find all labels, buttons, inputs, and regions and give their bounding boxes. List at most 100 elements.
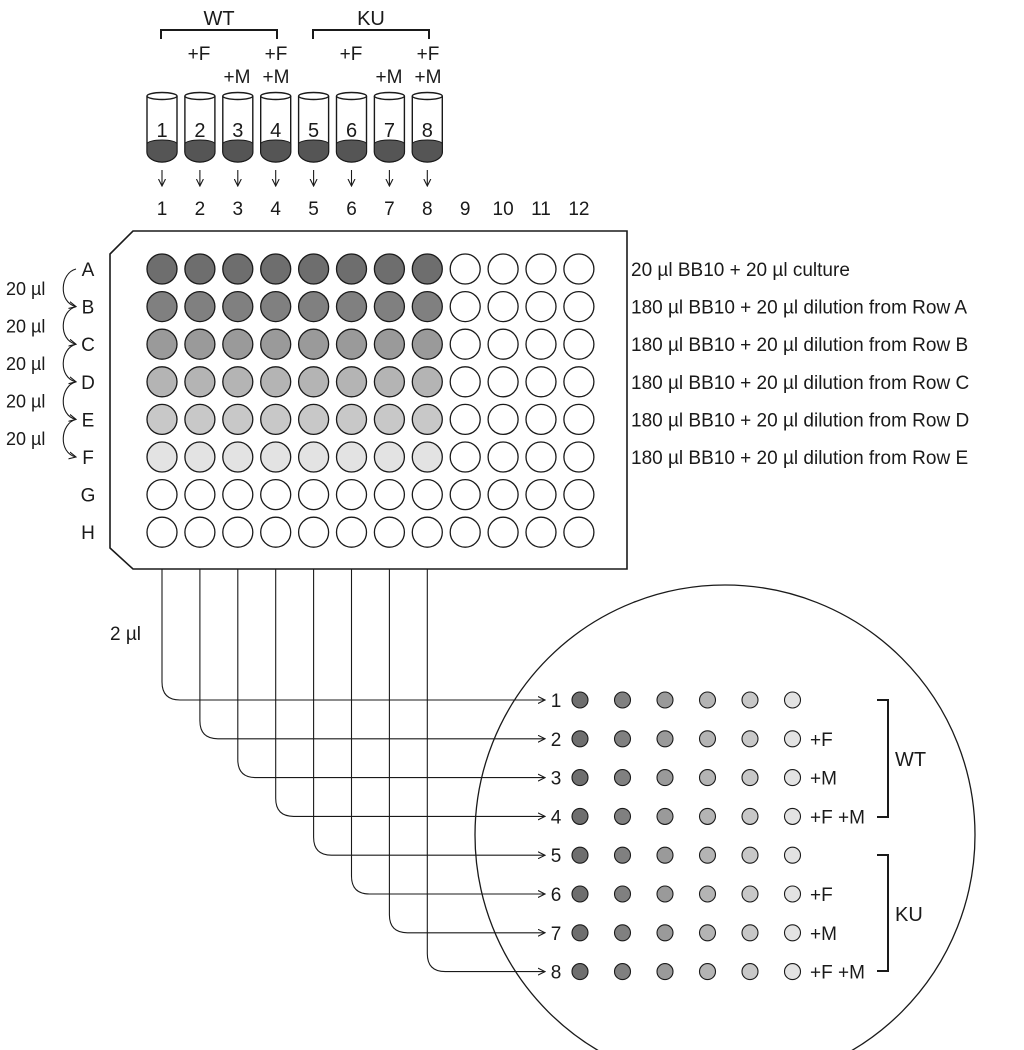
row-annotation-E: 180 µl BB10 + 20 µl dilution from Row D (631, 410, 969, 431)
spot-3-4 (698, 769, 717, 787)
spot-2-6 (783, 730, 802, 748)
spot-row-2: 2+F (551, 730, 833, 751)
transfer-volume-label: 20 µl (6, 316, 45, 336)
spot-line-6 (350, 569, 546, 894)
well-B10 (487, 290, 519, 323)
tube-culture (146, 139, 178, 163)
row-annotation-B: 180 µl BB10 + 20 µl dilution from Row A (631, 298, 967, 319)
well-F4 (260, 441, 292, 473)
spot-treatment-label: +F +M (810, 807, 865, 828)
spot-treatment-label: +F (810, 730, 833, 751)
well-B1 (146, 290, 178, 323)
well-G4 (260, 478, 292, 511)
column-number-10: 10 (493, 199, 514, 220)
spot-row-4: 4 +F +M (551, 807, 865, 828)
spot-6-6 (783, 885, 802, 903)
spot-1-5 (741, 691, 759, 709)
transfer-arrow (62, 381, 76, 420)
row-letter-C: C (81, 335, 95, 356)
spot-4-4 (698, 807, 717, 825)
culture-tube-6: 6 (335, 91, 368, 187)
spot-row-number: 4 (551, 807, 562, 828)
tube-number: 7 (384, 120, 395, 142)
well-G2 (184, 478, 216, 511)
well-E11 (525, 403, 557, 436)
transfer-volume-label: 20 µl (6, 354, 45, 374)
column-number-8: 8 (422, 199, 433, 220)
well-B12 (563, 290, 595, 323)
tube-number: 6 (346, 120, 357, 142)
spot-line-3 (237, 569, 545, 778)
row-annotation-C: 180 µl BB10 + 20 µl dilution from Row B (631, 335, 968, 356)
tube-culture (373, 139, 405, 163)
well-F7 (373, 441, 406, 473)
row-letter-B: B (82, 298, 95, 319)
culture-tube-2: 2 (184, 91, 216, 187)
well-B11 (525, 290, 557, 323)
well-C8 (411, 328, 443, 360)
tube-rim (411, 91, 443, 101)
spot-transfer-lines (161, 569, 546, 972)
well-B5 (297, 290, 330, 323)
transfer-C-to-D: 20 µl (6, 343, 76, 382)
well-A6 (335, 253, 368, 285)
well-C9 (449, 328, 481, 360)
spot-5-3 (656, 846, 674, 864)
spot-2-3 (656, 730, 674, 748)
well-H10 (487, 516, 519, 548)
well-G7 (373, 478, 406, 511)
row-annotation-A: 20 µl BB10 + 20 µl culture (631, 260, 850, 281)
well-D2 (184, 366, 216, 398)
well-H7 (373, 516, 406, 548)
well-B6 (335, 290, 368, 323)
spot-row-6: 6+F (551, 885, 833, 906)
well-A11 (525, 253, 557, 285)
spot-2-2 (613, 730, 632, 748)
well-A3 (222, 253, 254, 285)
well-A9 (449, 253, 481, 285)
well-E2 (184, 403, 216, 436)
row-annotation-D: 180 µl BB10 + 20 µl dilution from Row C (631, 373, 969, 394)
column-number-2: 2 (195, 199, 206, 220)
tube-rim (335, 91, 368, 101)
transfer-volume-label: 20 µl (6, 392, 45, 412)
column-number-4: 4 (270, 199, 281, 220)
spot-8-6 (783, 963, 802, 981)
well-A8 (411, 253, 443, 285)
well-H1 (146, 516, 178, 548)
transfer-volume-label: 20 µl (6, 279, 45, 299)
tube-number: 4 (270, 120, 281, 142)
spot-line-4 (275, 569, 545, 816)
well-D8 (411, 366, 443, 398)
tube-culture (260, 139, 292, 163)
spot-8-1 (571, 963, 589, 981)
well-H11 (525, 516, 557, 548)
spot-7-6 (783, 924, 802, 942)
spot-7-3 (656, 924, 674, 942)
well-G9 (449, 478, 481, 511)
tube-8-top-label: +F (417, 44, 440, 65)
well-D4 (260, 366, 292, 398)
well-D6 (335, 366, 368, 398)
well-A4 (260, 253, 292, 285)
spot-8-4 (698, 963, 717, 981)
spot-3-6 (783, 769, 802, 787)
transfer-arrow (62, 306, 76, 345)
culture-tube-8: 8 (411, 91, 443, 187)
well-H3 (222, 516, 254, 548)
spot-1-4 (698, 691, 717, 709)
spot-5-5 (741, 846, 759, 864)
well-D7 (373, 366, 406, 398)
spot-row-8: 8+F +M (551, 963, 865, 984)
well-D9 (449, 366, 481, 398)
wt-bracket (160, 29, 278, 39)
well-B3 (222, 290, 254, 323)
spot-1-1 (571, 691, 589, 709)
well-E3 (222, 403, 254, 436)
tube-number: 1 (156, 120, 167, 142)
spot-8-3 (656, 963, 674, 981)
tube-number: 2 (194, 120, 205, 142)
spot-8-5 (741, 963, 759, 981)
